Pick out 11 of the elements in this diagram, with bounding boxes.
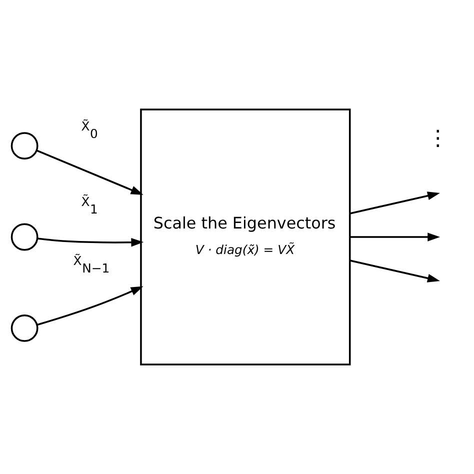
arrow bbox=[350, 232, 440, 242]
arrow bbox=[350, 260, 440, 282]
arrow bbox=[36, 286, 144, 326]
label: ⋮ bbox=[427, 126, 449, 152]
node-circle bbox=[10, 314, 38, 342]
node-circle bbox=[10, 132, 38, 160]
arrow bbox=[350, 192, 440, 214]
arrow bbox=[36, 150, 144, 195]
node-box: Scale the Eigenvectors V · diag(x̃) = VX̃ bbox=[140, 108, 351, 366]
arrow bbox=[37, 238, 144, 247]
node-circle bbox=[10, 223, 38, 251]
